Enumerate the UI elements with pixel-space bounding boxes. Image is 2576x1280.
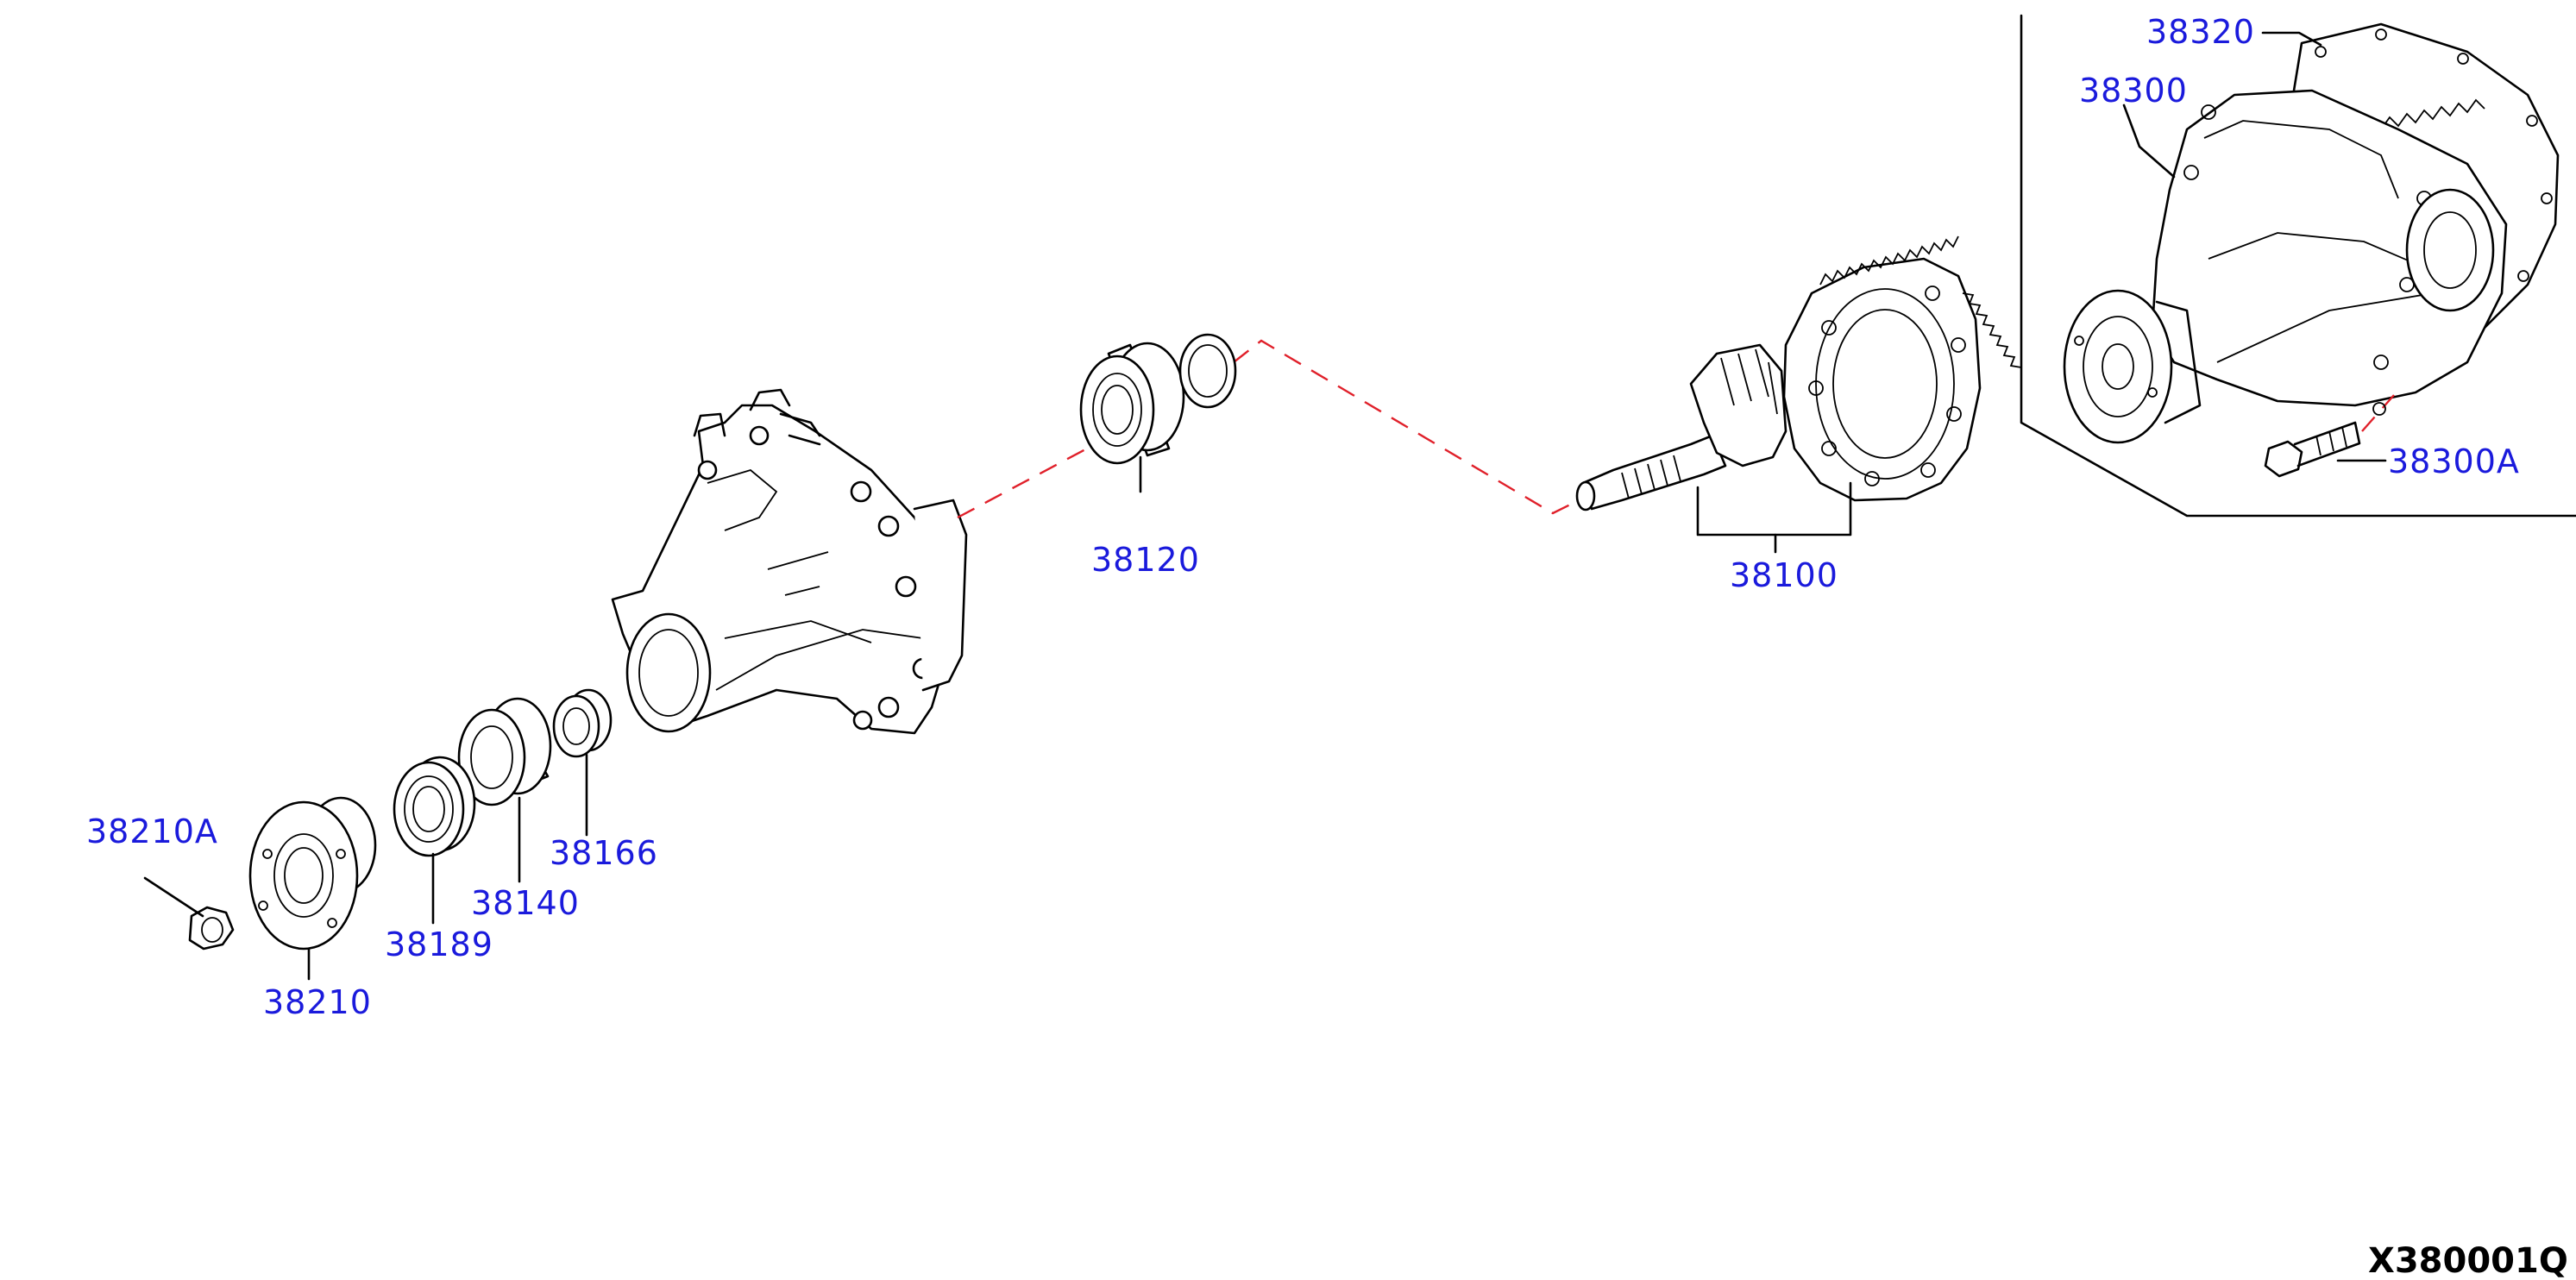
part-label-38210A[interactable]: 38210A [86,813,218,850]
pinion-and-ring-gear-38100 [1575,235,2022,511]
part-label-38320[interactable]: 38320 [2146,13,2255,51]
part-label-38166[interactable]: 38166 [550,834,658,872]
part-label-38140[interactable]: 38140 [471,884,580,922]
part-label-38300[interactable]: 38300 [2079,72,2188,110]
companion-flange-38210 [248,796,377,951]
nut-38210A [188,906,235,951]
part-label-38300A[interactable]: 38300A [2388,442,2520,480]
part-label-38189[interactable]: 38189 [385,925,493,963]
inset-differential-assembly [2063,22,2560,444]
collapsible-spacer-38166 [552,688,613,758]
oil-seal-38189 [393,756,476,857]
diagram-code: X380001Q [2368,1241,2568,1280]
bearing-38140 [457,697,552,806]
part-label-38210[interactable]: 38210 [263,983,372,1021]
bearing-38120 [1079,342,1185,465]
part-label-38120[interactable]: 38120 [1091,541,1200,579]
shim-ring [1178,333,1237,409]
inset-frame [2020,14,2576,518]
part-label-38100[interactable]: 38100 [1730,556,1838,594]
assembly-path-line [957,447,1088,519]
bolt-38300A [2264,421,2361,478]
gear-carrier-housing [611,388,968,735]
